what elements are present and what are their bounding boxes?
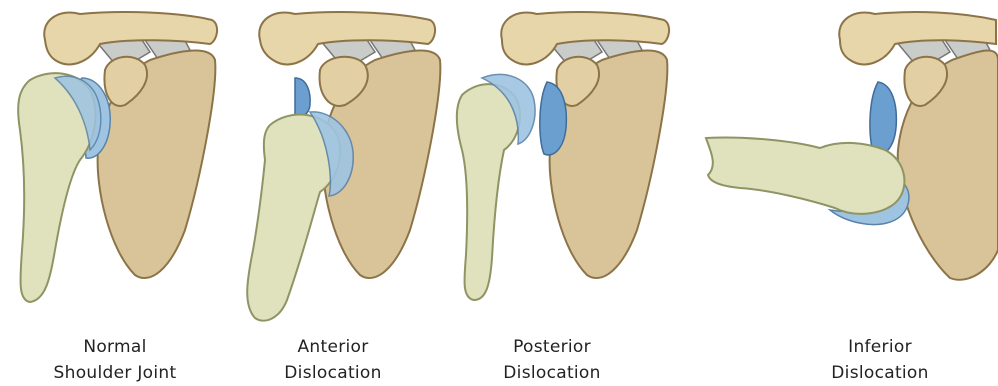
anterior-dislocation-illustration	[225, 0, 455, 330]
caption-line-2: Dislocation	[233, 360, 433, 386]
posterior-dislocation-illustration	[452, 0, 682, 330]
caption-inferior: Inferior Dislocation	[780, 334, 980, 386]
caption-line-1: Anterior	[233, 334, 433, 360]
inferior-dislocation-illustration	[700, 0, 998, 330]
caption-anterior: Anterior Dislocation	[233, 334, 433, 386]
caption-normal: Normal Shoulder Joint	[15, 334, 215, 386]
glenoid	[870, 82, 896, 155]
panel-normal: Normal Shoulder Joint	[0, 0, 230, 386]
caption-line-2: Dislocation	[452, 360, 652, 386]
caption-line-2: Dislocation	[780, 360, 980, 386]
panel-posterior: Posterior Dislocation	[452, 0, 682, 386]
humerus	[457, 84, 520, 300]
humerus	[706, 137, 904, 213]
glenoid	[295, 78, 310, 117]
caption-line-2: Shoulder Joint	[15, 360, 215, 386]
panel-inferior: Inferior Dislocation	[700, 0, 998, 386]
caption-line-1: Inferior	[780, 334, 980, 360]
normal-shoulder-illustration	[0, 0, 230, 330]
caption-posterior: Posterior Dislocation	[452, 334, 652, 386]
panel-anterior: Anterior Dislocation	[225, 0, 455, 386]
caption-line-1: Posterior	[452, 334, 652, 360]
caption-line-1: Normal	[15, 334, 215, 360]
